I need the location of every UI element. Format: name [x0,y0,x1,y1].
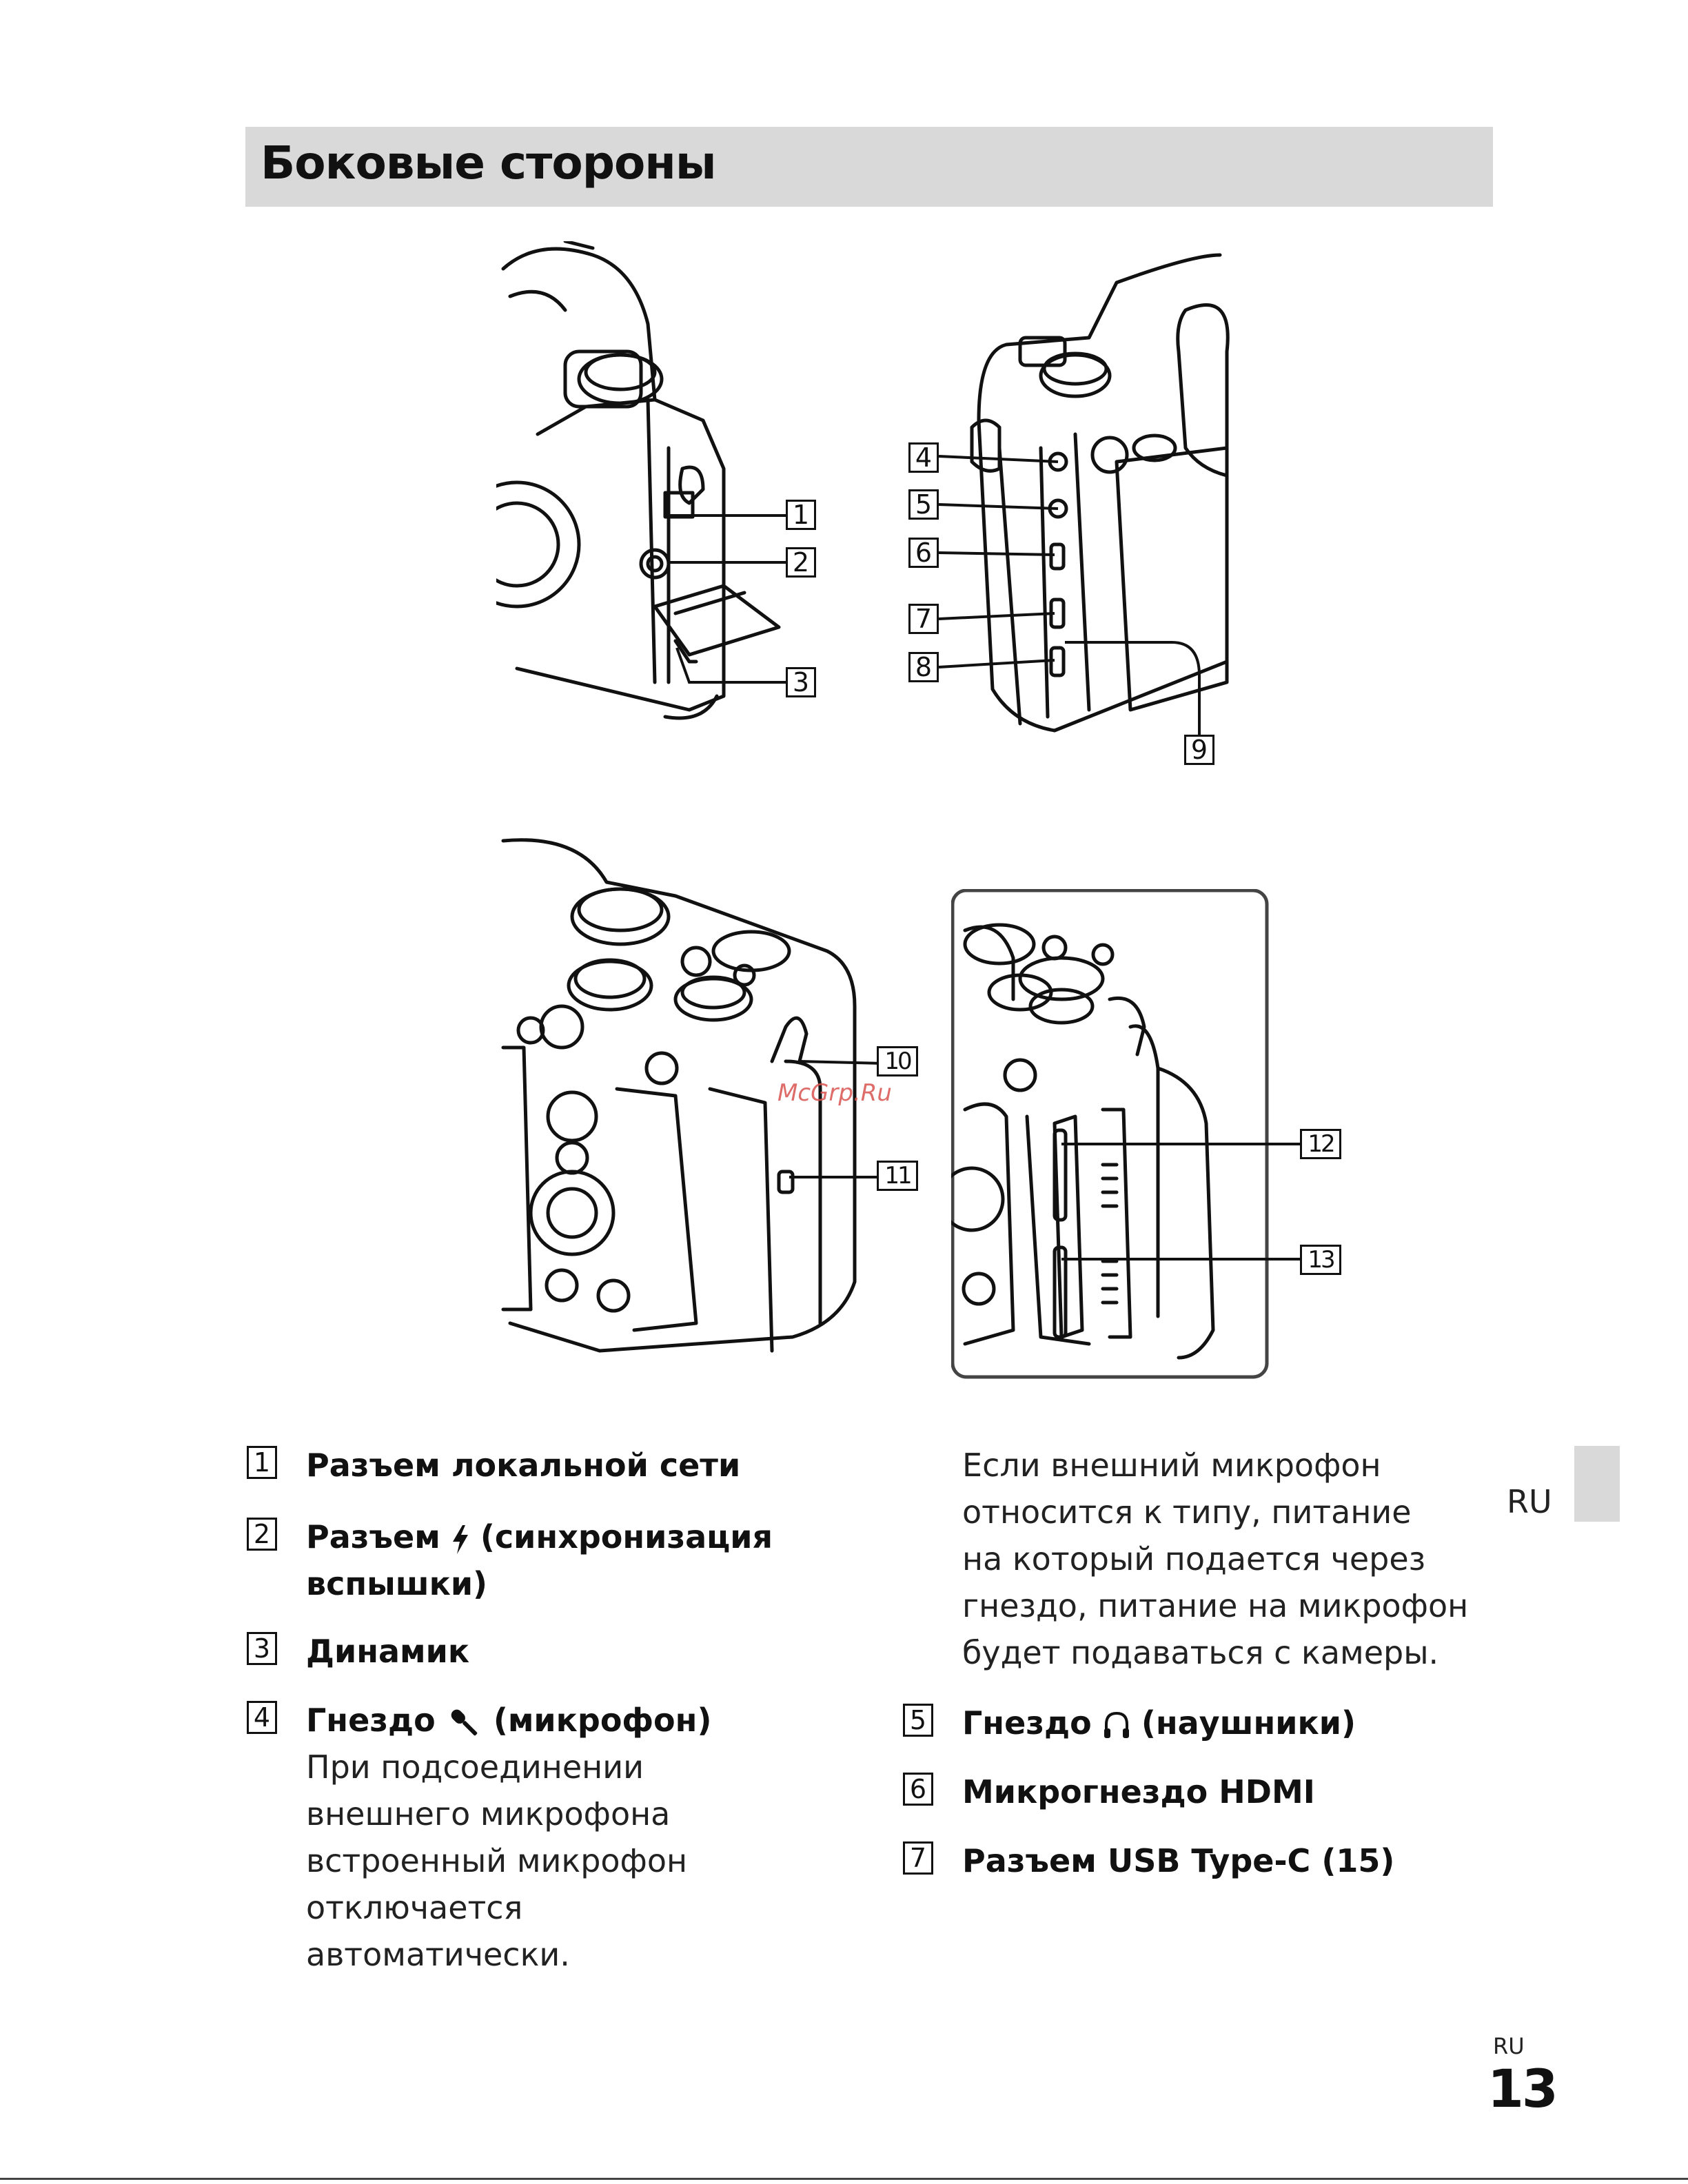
footer-language: RU [1493,2033,1525,2059]
item-label-start: Разъем [306,1518,440,1555]
item-number: 6 [903,1773,933,1806]
item-label-line2: вспышки) [306,1565,488,1602]
callout-10: 10 [877,1046,918,1076]
bottom-divider [0,2178,1688,2180]
item-label-end: (синхронизация [480,1518,773,1555]
camera-rear-grip-illustration [501,838,883,1353]
section-title-bar: Боковые стороны [245,127,1493,207]
callout-6: 6 [908,538,939,568]
item-label: Динамик [306,1633,470,1670]
item-description: При подсоединении внешнего микрофона вст… [306,1748,688,1973]
callout-1: 1 [786,500,816,530]
camera-right-side-illustration [938,253,1230,737]
page-number: 13 [1487,2058,1558,2119]
callout-9: 9 [1184,735,1214,765]
callout-4: 4 [908,442,939,473]
headphones-icon [1104,1711,1129,1738]
memory-card-slots-illustration [951,889,1300,1379]
callout-5: 5 [908,489,939,520]
item-label: Разъем локальной сети [306,1447,741,1484]
item-4-description-continued: Если внешний микрофон относится к типу, … [962,1447,1469,1671]
watermark-text: McGrp.Ru [777,1079,892,1107]
callout-3: 3 [786,667,816,697]
item-number: 2 [247,1518,277,1551]
callout-11: 11 [877,1161,918,1191]
callout-7: 7 [908,604,939,634]
item-label-end: (микрофон) [493,1702,712,1739]
callout-8: 8 [908,652,939,682]
item-number: 1 [247,1446,277,1479]
item-number: 7 [903,1841,933,1875]
item-number: 3 [247,1632,277,1665]
language-tab-marker [1574,1446,1620,1522]
camera-left-side-illustration [496,241,786,720]
language-tab-label: RU [1507,1483,1552,1520]
item-label: Микрогнездо HDMI [962,1773,1315,1810]
callout-2: 2 [786,547,816,578]
item-label-end: (наушники) [1141,1704,1356,1742]
callout-13: 13 [1300,1245,1341,1275]
microphone-icon [451,1709,478,1735]
page-title: Боковые стороны [261,136,717,190]
callout-12: 12 [1300,1129,1341,1159]
item-number: 5 [903,1704,933,1737]
item-label-start: Гнездо [306,1702,436,1739]
item-label: Разъем USB Type-C (15) [962,1842,1395,1879]
flash-sync-icon [452,1524,468,1554]
item-number: 4 [247,1701,277,1734]
item-label-start: Гнездо [962,1704,1092,1742]
